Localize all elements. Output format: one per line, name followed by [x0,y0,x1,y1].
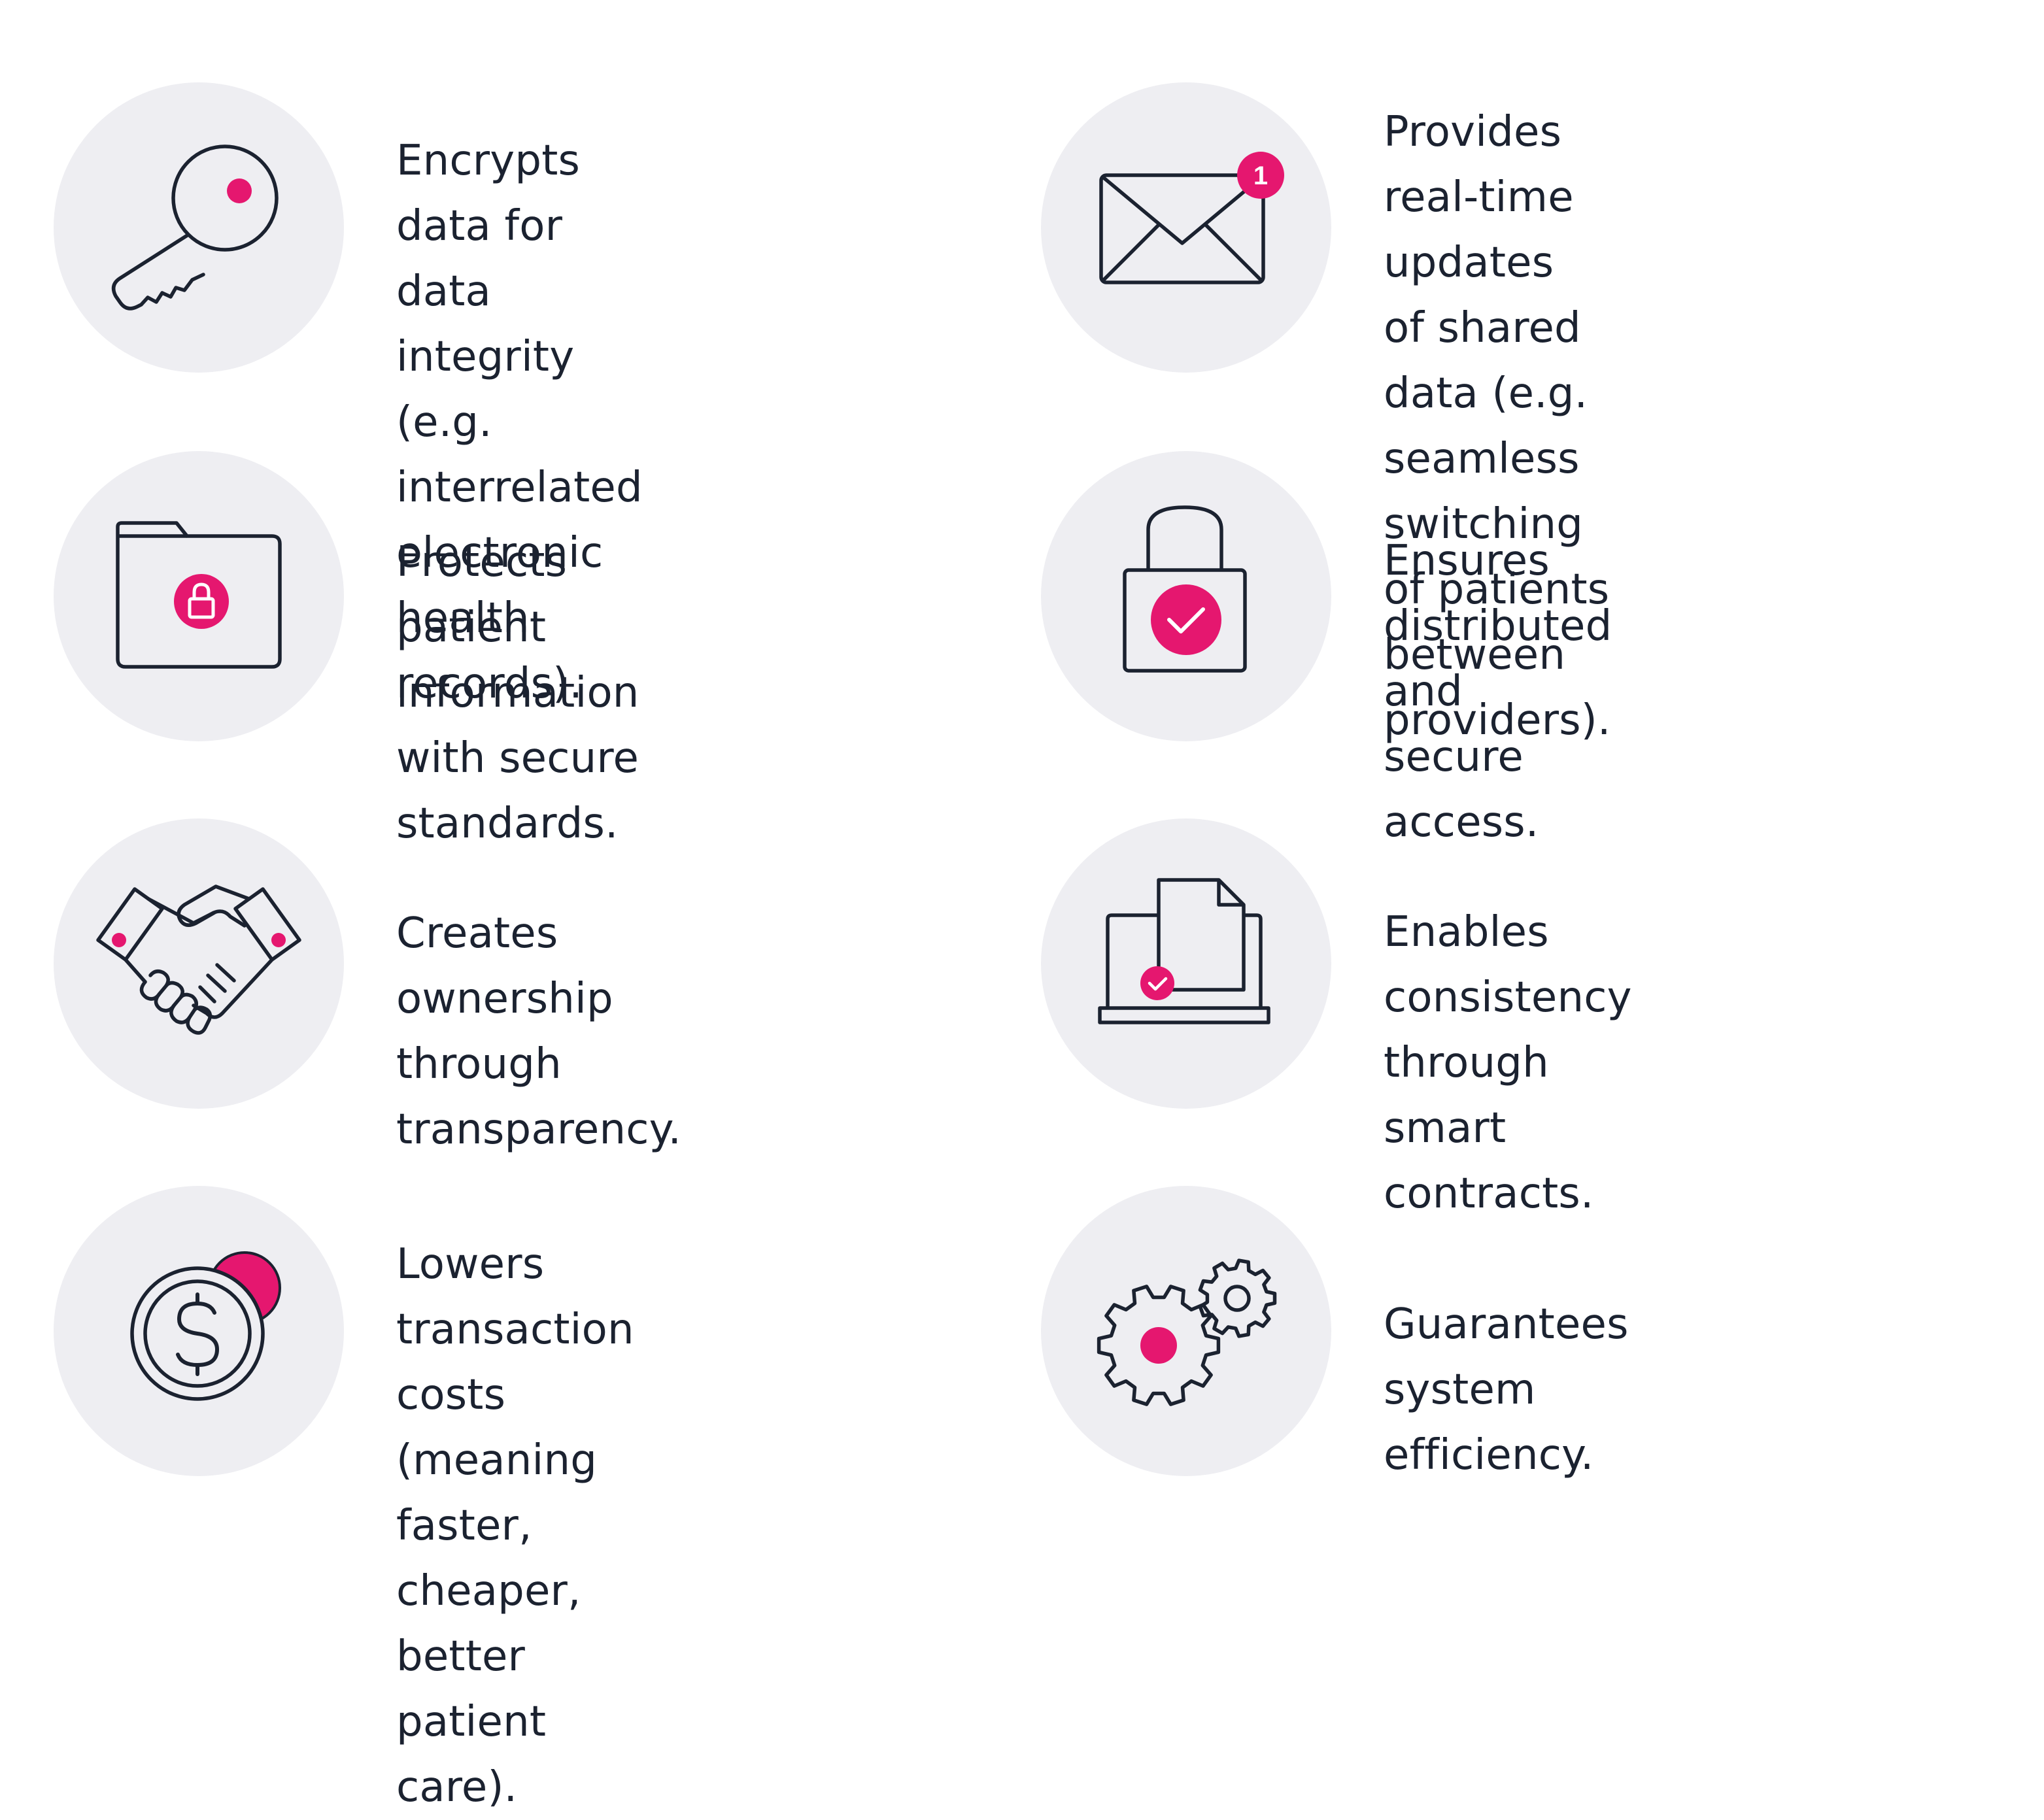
gears-icon [1097,1258,1277,1406]
icon-circle [54,818,344,1109]
feature-line: smart contracts. [1384,1104,1594,1218]
feature-line: switching of patients [1384,500,1610,614]
laptop-document-icon [1098,878,1270,1024]
icon-circle [1041,818,1331,1109]
feature-line: Provides real-time updates [1384,108,1574,287]
key-icon [111,144,279,311]
icon-circle [54,82,344,373]
feature-line: Creates ownership [396,909,613,1023]
locked-folder-icon [116,521,282,669]
feature-line: (meaning faster, cheaper, [396,1436,598,1615]
feature-line: electronic health records). [396,529,604,708]
feature-line: Ensures distributed and [1384,537,1612,716]
padlock-check-icon [1123,505,1247,673]
feature-line: Enables consistency through [1384,908,1632,1087]
feature-line: Protects patient information [396,538,639,717]
feature-line: of shared data (e.g. seamless [1384,304,1588,483]
handshake-icon [96,885,301,1035]
feature-line: better patient care). [396,1632,547,1812]
feature-line: Lowers transaction costs [396,1240,634,1419]
feature-line: Guarantees system efficiency. [1384,1300,1629,1479]
icon-circle [1041,1186,1331,1476]
feature-line: with secure standards. [396,734,639,848]
features-infographic: Encrypts data for data integrity (e.g. i… [54,82,1632,1812]
notification-badge: 1 [1253,161,1268,190]
icon-circle [1041,451,1331,741]
feature-line: through transparency. [396,1040,682,1154]
feature-line: secure access. [1384,733,1539,847]
feature-line: Encrypts data for data [396,137,581,316]
feature-line: integrity (e.g. interrelated [396,333,643,512]
icon-circle [54,1186,344,1476]
envelope-notification-icon: 1 [1099,152,1284,284]
icon-circle: 1 [1041,82,1331,373]
icon-circle [54,451,344,741]
dollar-coin-icon [130,1251,281,1401]
feature-line: between providers). [1384,631,1611,745]
